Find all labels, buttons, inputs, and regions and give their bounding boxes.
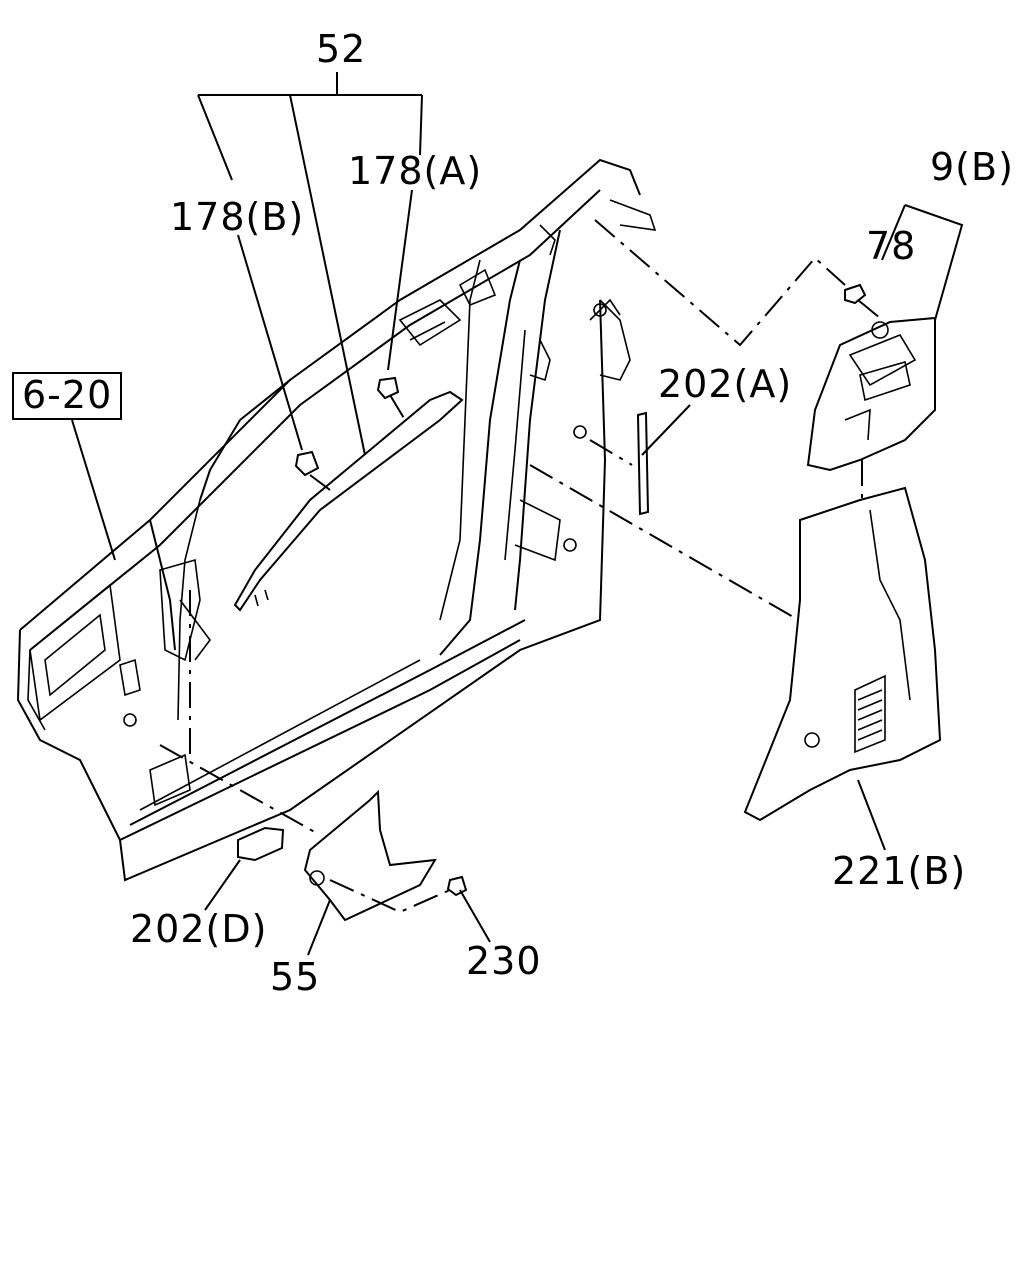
screw-78 (844, 283, 867, 305)
label-55: 55 (270, 955, 321, 999)
quarter-trim-upper (806, 316, 936, 472)
leader-lines (71, 72, 964, 956)
label-6-20: 6-20 (12, 372, 123, 420)
a-pillar-trim (233, 390, 464, 612)
clip-178b (294, 450, 320, 477)
label-202d: 202(D) (130, 907, 268, 951)
body-side-frame (16, 158, 657, 882)
label-9b: 9(B) (930, 145, 1014, 189)
label-178b: 178(B) (170, 195, 305, 239)
label-52: 52 (316, 27, 367, 71)
kick-panel (303, 789, 437, 922)
pad-202d (237, 826, 285, 862)
label-230: 230 (466, 939, 542, 983)
label-221b: 221(B) (832, 849, 967, 893)
quarter-trim-lower (743, 486, 942, 822)
pad-202a (636, 411, 650, 516)
clip-178a (376, 376, 400, 400)
screw-230 (446, 875, 468, 897)
label-78: 78 (866, 224, 917, 268)
label-178a: 178(A) (348, 149, 483, 193)
label-202a: 202(A) (658, 362, 793, 406)
